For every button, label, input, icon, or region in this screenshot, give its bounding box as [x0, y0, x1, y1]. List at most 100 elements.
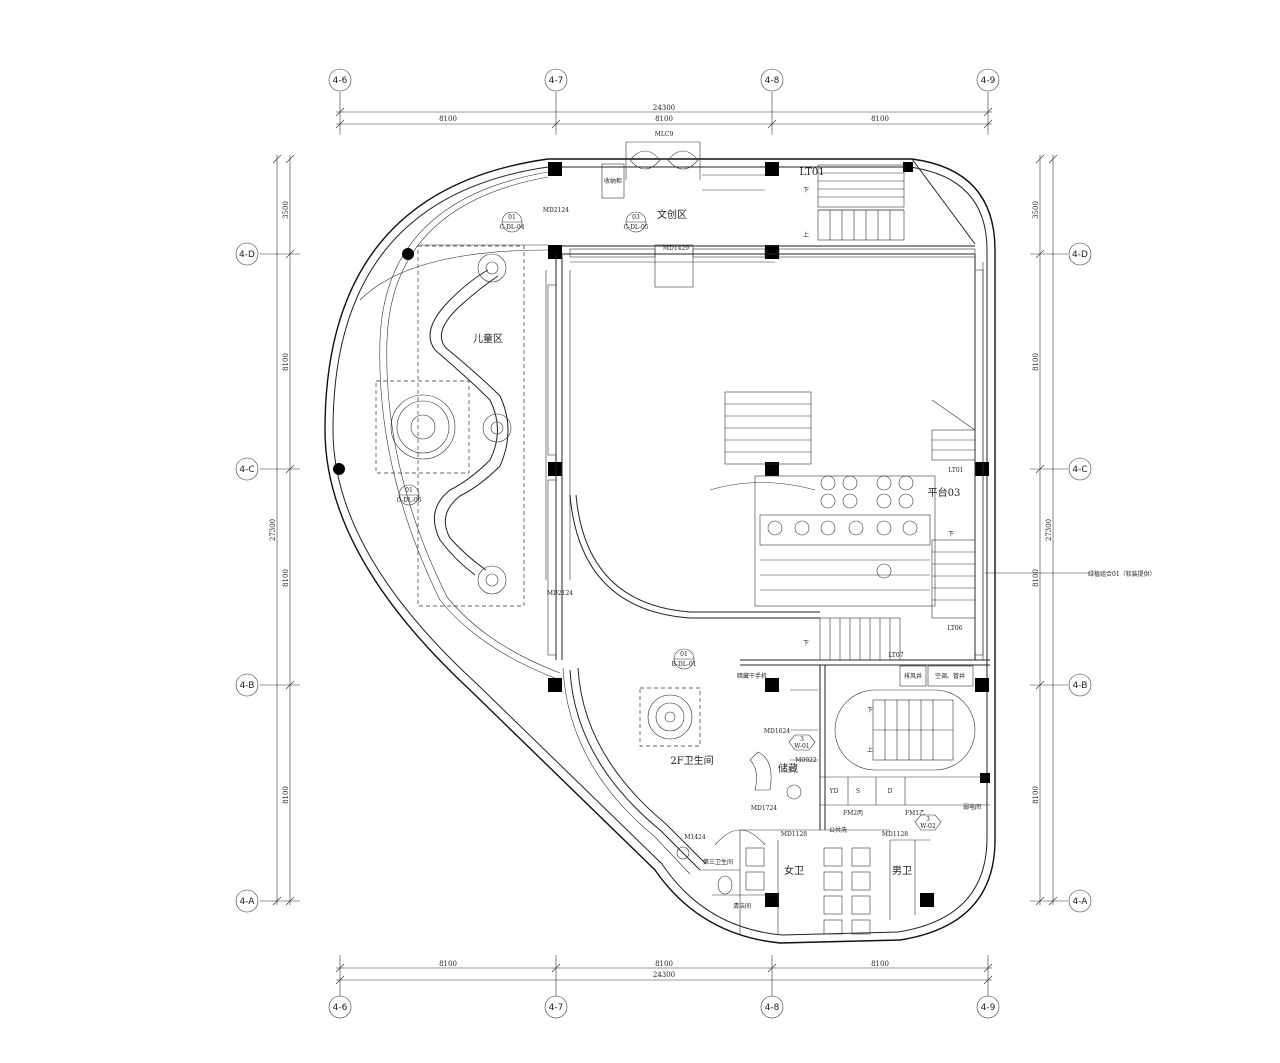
door-tag: MD1128 [882, 831, 908, 838]
door-tag: MD1624 [764, 728, 790, 735]
callout-num: 01 [405, 487, 413, 494]
axis-label: 4-B [240, 681, 255, 691]
callout-num: 01 [508, 214, 516, 221]
stair-direction: 下 [803, 640, 809, 647]
callout-ref: B-DL-01 [671, 661, 696, 668]
door-tag: MD1724 [751, 805, 777, 812]
stair-direction: 上 [867, 746, 873, 754]
room-creative-area: 文创区 [657, 208, 687, 221]
callout-num: 03 [632, 214, 640, 221]
shaft-label: S [856, 788, 860, 795]
columns [333, 162, 990, 907]
axis-label: 4-9 [981, 1003, 996, 1013]
stair-tag: LT07 [888, 652, 903, 659]
stair-tag: LT06 [947, 625, 962, 632]
room-2f-toilet: 2F卫生间 [670, 754, 713, 767]
stair-lt06-lt07: LT06 LT07 下 排风井 空调、管井 [803, 617, 974, 687]
dim-segment: 8100 [655, 960, 673, 968]
axis-label: 4-B [1073, 681, 1088, 691]
room-electric: 弱电间 [963, 803, 981, 811]
dim-total: 27300 [1045, 519, 1053, 541]
callouts: 01 C-DL-04 03 C-DL-05 01 C-DL-06 01 B-DL… [396, 211, 942, 831]
axis-label: 4-D [239, 250, 255, 260]
dim-segment: 8100 [1032, 569, 1040, 587]
dim-segment: 8100 [439, 115, 457, 123]
room-female-toilet: 女卫 [784, 864, 804, 877]
cabinet-label: 收纳柜 [604, 177, 622, 185]
room-exhaust-shaft: 排风井 [904, 672, 922, 680]
room-ac-shaft: 空调、管井 [935, 672, 965, 680]
dim-segment: 8100 [282, 569, 290, 587]
shaft-label: D [888, 788, 893, 795]
callout-num: 01 [680, 651, 688, 658]
axis-bubbles-top: 4-6 4-7 4-8 4-9 [328, 68, 1000, 92]
dryer-note: 暗藏干手机 [737, 672, 767, 680]
dim-segment: 8100 [1032, 786, 1040, 804]
axis-bubbles-right: 4-D 4-C 4-B 4-A [1068, 242, 1092, 913]
dim-total: 24300 [653, 104, 675, 112]
door-tag: MD2124 [547, 590, 573, 597]
axis-label: 4-C [239, 465, 254, 475]
marker-num: 3 [926, 816, 930, 823]
building-outline [324, 158, 996, 944]
callout-ref: C-DL-05 [623, 224, 648, 231]
stair-tag: LT01 [948, 467, 963, 474]
door-tag: MLC9 [655, 131, 674, 138]
room-storage: 储藏 [778, 762, 798, 775]
stair-direction: 下 [948, 531, 954, 538]
dim-segment: 8100 [871, 960, 889, 968]
axis-label: 4-6 [333, 1003, 348, 1013]
entrance: 收纳柜 MLC9 文创区 MD2124 MD1429 [543, 131, 765, 252]
shaft-label: YD [829, 788, 839, 795]
callout-ref: C-DL-04 [499, 224, 524, 231]
dimension-right: 3500 8100 8100 8100 27300 [1032, 154, 1058, 906]
stair-direction: 上 [803, 231, 809, 239]
axis-label: 4-7 [549, 1003, 564, 1013]
axis-label: 4-9 [981, 76, 996, 86]
room-platform: 平台03 [928, 486, 961, 499]
room-cleaning: 清洁间 [733, 902, 751, 910]
dimension-bottom: 8100 8100 8100 24300 [335, 960, 993, 985]
door-tag: M1424 [684, 834, 706, 841]
glass-rails [547, 248, 984, 656]
dim-segment: 3500 [1032, 201, 1040, 219]
dim-segment: 8100 [439, 960, 457, 968]
marker-ref: W-02 [920, 823, 936, 830]
room-male-toilet: 男卫 [892, 865, 912, 877]
axis-grid [260, 92, 1068, 996]
door-tag: M0922 [795, 757, 817, 764]
axis-bubbles-bottom: 4-6 4-7 4-8 4-9 [328, 995, 1000, 1019]
axis-label: 4-8 [765, 76, 780, 86]
children-area: 儿童区 [375, 245, 525, 607]
stair-lt01-top: LT01 下 上 [799, 164, 905, 241]
dim-segment: 8100 [655, 115, 673, 123]
stair-core: 下 上 YD S D FM2丙 FM1乙 弱电间 [829, 689, 981, 817]
dim-total: 27300 [269, 519, 277, 541]
room-children-area: 儿童区 [473, 332, 503, 345]
dim-segment: 8100 [282, 353, 290, 371]
dim-total: 24300 [653, 971, 675, 979]
axis-label: 4-7 [549, 76, 564, 86]
dim-segment: 3500 [282, 201, 290, 219]
axis-bubbles-left: 4-D 4-C 4-B 4-A [235, 242, 259, 913]
dimension-top: 24300 8100 8100 8100 [335, 104, 993, 129]
axis-label: 4-6 [333, 76, 348, 86]
axis-label: 4-8 [765, 1003, 780, 1013]
door-tag: MD2124 [543, 207, 569, 214]
door-tag: MD1429 [663, 245, 689, 252]
dim-segment: 8100 [1032, 353, 1040, 371]
callout-ref: C-DL-06 [396, 497, 421, 504]
stair-tag: LT01 [799, 167, 824, 178]
axis-label: 4-D [1072, 250, 1088, 260]
dimension-left: 27300 3500 8100 8100 8100 [269, 154, 295, 906]
marker-num: 3 [800, 736, 804, 743]
stair-direction: 下 [867, 707, 873, 714]
door-tag: MD1128 [781, 831, 807, 838]
dim-segment: 8100 [282, 786, 290, 804]
axis-label: 4-A [240, 897, 256, 907]
door-tag: FM1乙 [905, 810, 925, 817]
room-third-toilet: 第三卫生间 [703, 858, 733, 866]
door-tag: FM2丙 [843, 810, 863, 817]
axis-label: 4-A [1073, 897, 1089, 907]
